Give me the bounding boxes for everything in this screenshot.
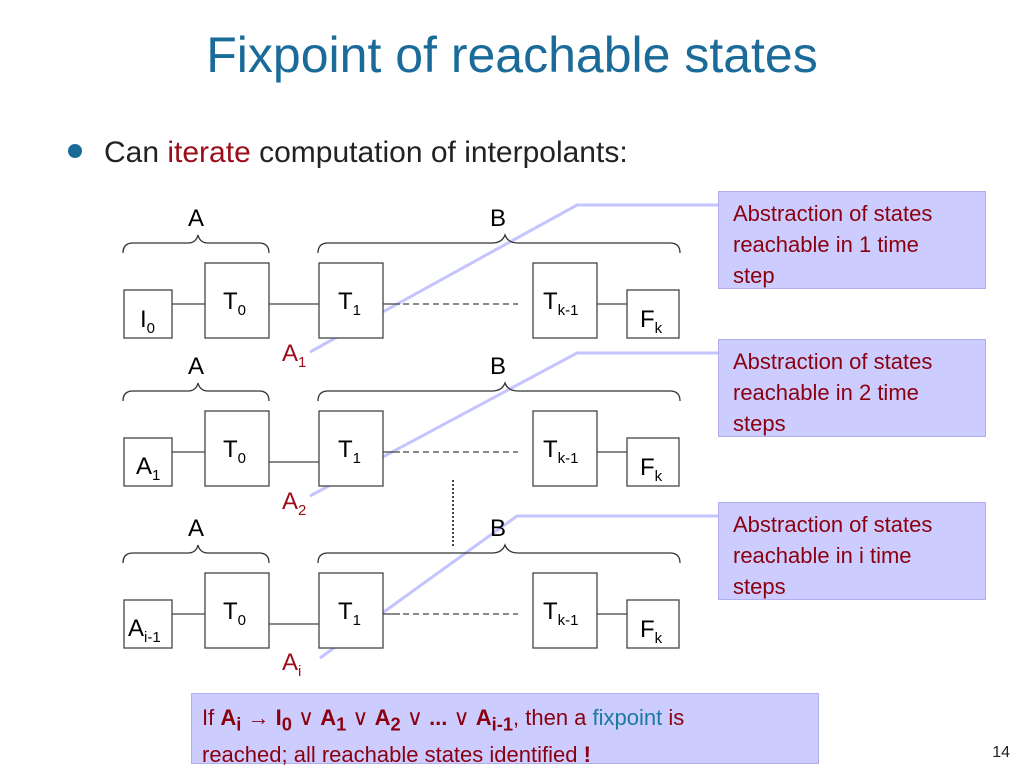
f-box: [626, 599, 680, 649]
t1-box: [318, 410, 384, 487]
t1-box: [318, 572, 384, 649]
bullet-highlight: iterate: [167, 136, 251, 169]
interpolant-label: Ai: [282, 649, 301, 680]
tk-box: [532, 410, 598, 487]
interpolant-label: A2: [282, 488, 306, 519]
t0-box: [204, 410, 270, 487]
interpolant-label: A1: [282, 340, 306, 371]
brace-b-label: B: [490, 353, 506, 380]
t1-label: T1: [338, 436, 361, 467]
page-number: 14: [992, 744, 1010, 761]
t0-label: T0: [223, 436, 246, 467]
t0-label: T0: [223, 598, 246, 629]
diagram-row-2: A B A1 T0 T1 Tk-1 Fk A2: [122, 353, 681, 519]
init-box: [123, 289, 173, 339]
init-label: A1: [136, 453, 160, 484]
callout-box-1: Abstraction of states reachable in 1 tim…: [718, 191, 986, 289]
t0-label: T0: [223, 288, 246, 319]
callout-box-2: Abstraction of states reachable in 2 tim…: [718, 339, 986, 437]
f-box: [626, 289, 680, 339]
brace-b: [317, 233, 681, 254]
init-box: [123, 599, 173, 649]
tk-label: Tk-1: [543, 436, 579, 467]
bullet-item: Can iterate computation of interpolants:: [68, 136, 628, 170]
brace-a: [122, 234, 270, 254]
brace-a-label: A: [188, 515, 204, 542]
fixpoint-conclusion-box: If Ai → I0 ∨ A1 ∨ A2 ∨ ... ∨ Ai-1, then …: [191, 693, 819, 767]
callout-box-3: Abstraction of states reachable in i tim…: [718, 502, 986, 600]
f-label: Fk: [640, 306, 663, 337]
slide-title: Fixpoint of reachable states: [206, 27, 818, 83]
t1-box: [318, 262, 384, 339]
fixpoint-term: fixpoint: [592, 705, 663, 730]
tk-box: [532, 572, 598, 649]
callout-line: steps: [733, 411, 786, 436]
conclusion-line-1: If Ai → I0 ∨ A1 ∨ A2 ∨ ... ∨ Ai-1, then …: [202, 705, 685, 735]
brace-b-label: B: [490, 205, 506, 232]
init-label: I0: [140, 306, 155, 337]
callout-line: reachable in 2 time: [733, 380, 919, 405]
callout-line: step: [733, 263, 775, 288]
t1-label: T1: [338, 288, 361, 319]
tk-box: [532, 262, 598, 339]
bullet-prefix: Can: [104, 136, 168, 169]
bullet-suffix: computation of interpolants:: [250, 136, 628, 169]
init-label: Ai-1: [128, 615, 161, 646]
callout-line: steps: [733, 574, 786, 599]
f-label: Fk: [640, 454, 663, 485]
callout-line: Abstraction of states: [733, 349, 933, 374]
tk-label: Tk-1: [543, 598, 579, 629]
brace-a-label: A: [188, 353, 204, 380]
callout-connector-2: [309, 351, 718, 498]
diagram-row-1: A B I0 T0 T1 Tk-1 Fk A1: [122, 205, 681, 371]
tk-label: Tk-1: [543, 288, 579, 319]
callout-connector-3: [319, 514, 718, 660]
brace-b: [317, 543, 681, 564]
bullet-dot-icon: [68, 144, 82, 159]
t0-box: [204, 262, 270, 339]
diagram-row-3: A B Ai-1 T0 T1 Tk-1 Fk Ai: [122, 515, 681, 680]
brace-b-label: B: [490, 515, 506, 542]
brace-a: [122, 544, 270, 564]
brace-a: [122, 382, 270, 402]
callout-line: Abstraction of states: [733, 512, 933, 537]
callout-line: Abstraction of states: [733, 201, 933, 226]
conclusion-line-2: reached; all reachable states identified…: [202, 742, 591, 768]
brace-a-label: A: [188, 205, 204, 232]
brace-b: [317, 381, 681, 402]
callout-connector-1: [309, 203, 718, 354]
f-label: Fk: [640, 616, 663, 647]
init-box: [123, 437, 173, 487]
t1-label: T1: [338, 598, 361, 629]
callout-line: reachable in 1 time: [733, 232, 919, 257]
t0-box: [204, 572, 270, 649]
f-box: [626, 437, 680, 487]
callout-line: reachable in i time: [733, 543, 912, 568]
